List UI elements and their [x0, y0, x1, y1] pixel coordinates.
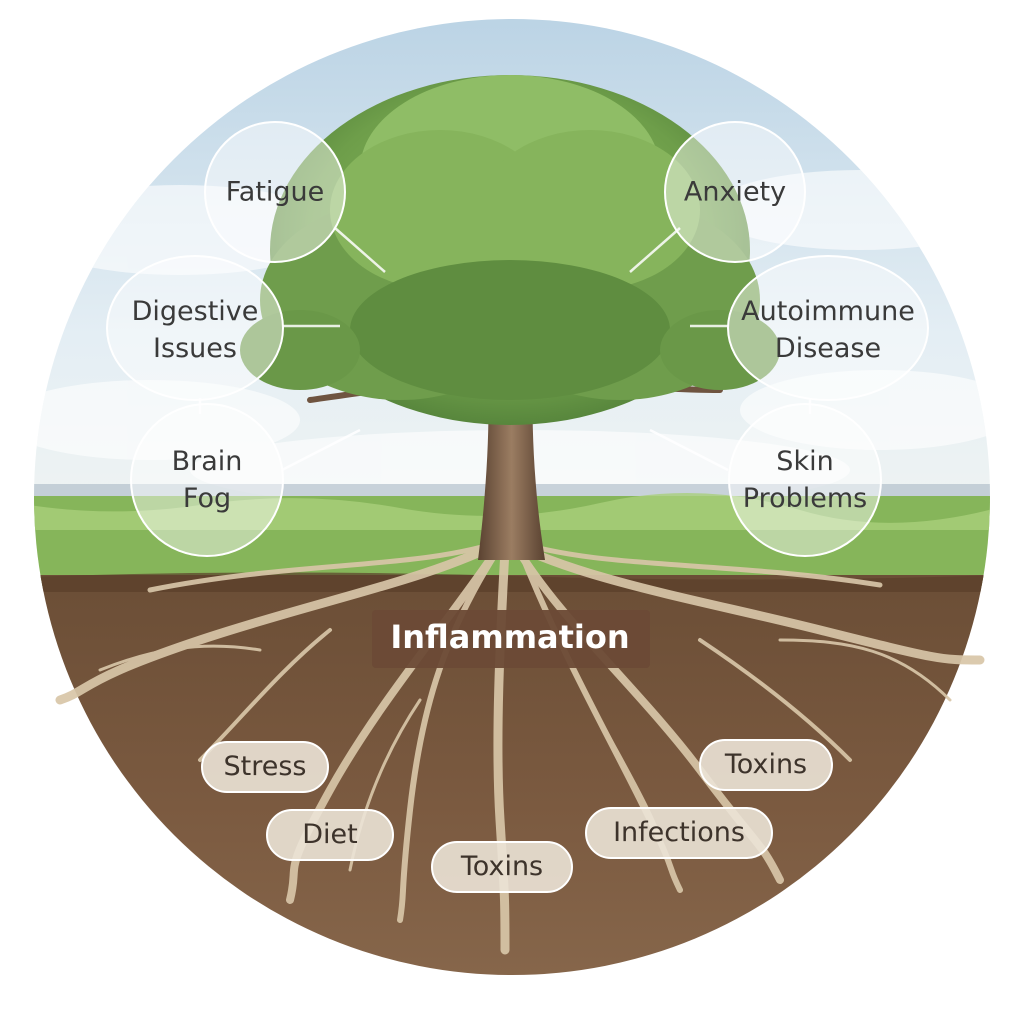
symptom-fatigue-label: Fatigue: [225, 176, 325, 208]
cause-stress-label: Stress: [223, 751, 307, 782]
pill-diet: [266, 809, 394, 861]
cause-infections-label: Infections: [613, 817, 745, 848]
symptom-skin-label: Skin Problems: [742, 446, 868, 514]
symptom-brainfog-label: Brain Fog: [171, 446, 243, 514]
bubble-anxiety: [664, 121, 806, 263]
cause-toxins-bottom-label: Toxins: [460, 851, 544, 882]
cause-toxins-right-label: Toxins: [724, 749, 808, 780]
roots: [55, 535, 985, 955]
cause-pills: [201, 739, 833, 893]
bubble-digestive: [106, 255, 284, 401]
symptom-anxiety-label: Anxiety: [683, 176, 787, 208]
canopy: [240, 75, 780, 425]
bubble-fatigue: [204, 121, 346, 263]
center-label-box: [372, 610, 650, 668]
bubble-skin: [728, 403, 882, 557]
symptom-autoimmune-label: Autoimmune Disease: [741, 296, 915, 364]
pill-infections: [585, 807, 773, 859]
connector-lines: [198, 227, 812, 472]
pill-stress: [201, 741, 329, 793]
cause-diet-label: Diet: [302, 819, 358, 850]
pill-toxins-bottom: [431, 841, 573, 893]
center-label: Inflammation: [390, 618, 630, 656]
tree: [240, 75, 780, 560]
symptom-digestive-label: Digestive Issues: [131, 296, 259, 364]
pill-toxins-right: [699, 739, 833, 791]
symptom-bubbles: [106, 121, 929, 557]
bubble-brainfog: [130, 403, 284, 557]
bubble-autoimmune: [727, 255, 929, 401]
